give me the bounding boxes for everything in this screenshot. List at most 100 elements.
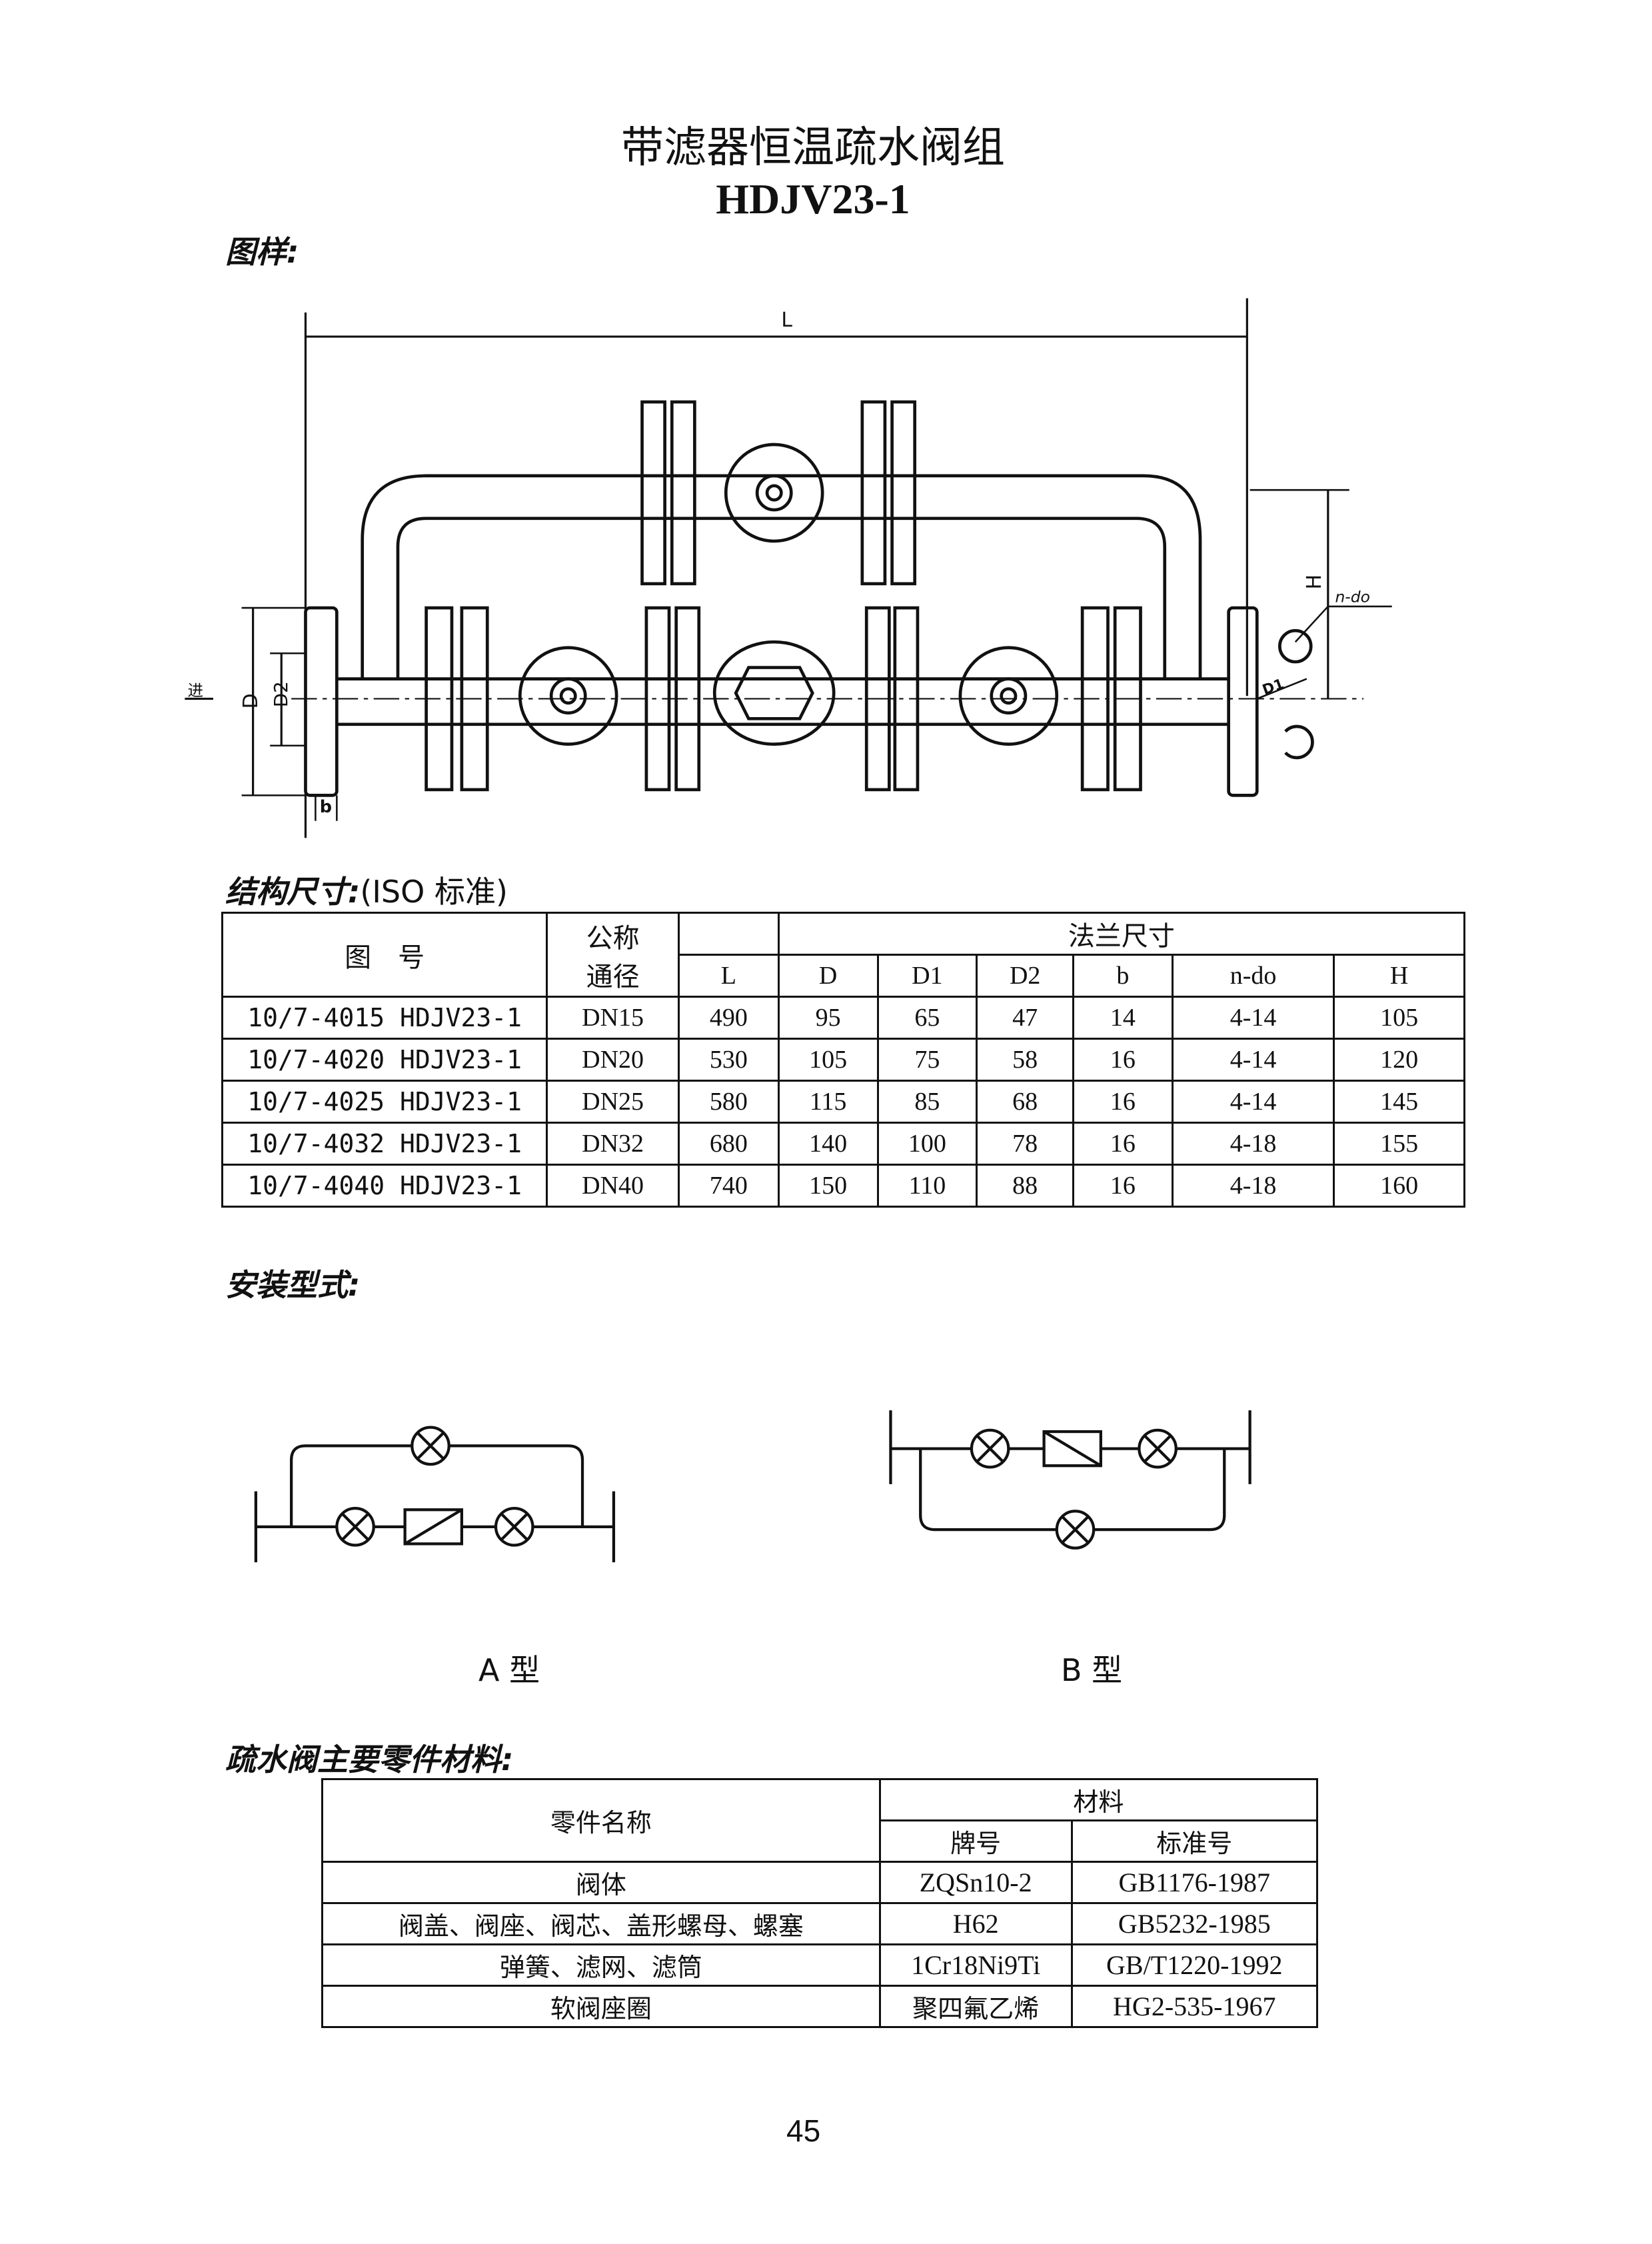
- table-cell: DN40: [546, 1164, 680, 1208]
- label-n-do: n-do: [1335, 588, 1370, 606]
- table-cell: DN20: [546, 1038, 680, 1082]
- table-cell: 105: [777, 1038, 879, 1082]
- table-cell: 弹簧、滤网、滤筒: [321, 1943, 881, 1987]
- table-cell: 58: [976, 1038, 1075, 1082]
- table-cell: 4-14: [1171, 996, 1335, 1040]
- table-cell: 105: [1333, 996, 1465, 1040]
- section-dimensions-heading: 结构尺寸:(ISO 标准): [225, 868, 508, 912]
- label-D: D: [239, 693, 263, 708]
- header-col-b: b: [1072, 954, 1174, 998]
- label-H: H: [1303, 574, 1326, 589]
- table-cell: GB1176-1987: [1070, 1861, 1319, 1904]
- table-cell: 145: [1333, 1080, 1465, 1124]
- table-cell: 530: [677, 1038, 780, 1082]
- page-number: 45: [786, 2113, 821, 2148]
- model-number: HDJV23-1: [716, 175, 910, 223]
- table-cell: 软阀座圈: [321, 1985, 881, 2028]
- table-cell: 10/7-4020 HDJV23-1: [221, 1038, 548, 1082]
- label-D2: D2: [270, 681, 292, 707]
- table-cell: 16: [1072, 1164, 1174, 1208]
- label-b: b: [320, 797, 332, 817]
- install-type-b-label: B 型: [1061, 1652, 1123, 1688]
- header-material: 材料: [878, 1778, 1319, 1821]
- table-cell: 88: [976, 1164, 1075, 1208]
- table-cell: 65: [876, 996, 978, 1040]
- install-diagram-b: [889, 1410, 1251, 1550]
- section-drawing-heading: 图样:: [225, 234, 299, 270]
- table-cell: 4-14: [1171, 1038, 1335, 1082]
- header-col-d: D: [777, 954, 879, 998]
- table-cell: 580: [677, 1080, 780, 1124]
- table-cell: 95: [777, 996, 879, 1040]
- header-drawing-no: 图 号: [221, 912, 548, 998]
- table-cell: 10/7-4040 HDJV23-1: [221, 1164, 548, 1208]
- label-L: L: [781, 309, 792, 332]
- table-cell: 14: [1072, 996, 1174, 1040]
- table-cell: 10/7-4015 HDJV23-1: [221, 996, 548, 1040]
- table-cell: 160: [1333, 1164, 1465, 1208]
- table-cell: 68: [976, 1080, 1075, 1124]
- header-col-l: L: [677, 954, 780, 998]
- table-cell: 100: [876, 1122, 978, 1166]
- table-cell: 490: [677, 996, 780, 1040]
- table-cell: HG2-535-1967: [1070, 1985, 1319, 2028]
- install-type-a-label: A 型: [478, 1652, 540, 1688]
- table-cell: 85: [876, 1080, 978, 1124]
- table-cell: 110: [876, 1164, 978, 1208]
- header-nominal-size: 公称通径: [546, 912, 680, 998]
- header-col-d1: D1: [876, 954, 978, 998]
- table-cell: ZQSn10-2: [878, 1861, 1073, 1904]
- table-cell: 16: [1072, 1122, 1174, 1166]
- table-cell: DN15: [546, 996, 680, 1040]
- table-cell: 115: [777, 1080, 879, 1124]
- install-diagram-a: [254, 1426, 616, 1563]
- table-cell: 阀盖、阀座、阀芯、盖形螺母、螺塞: [321, 1902, 881, 1945]
- table-cell: 155: [1333, 1122, 1465, 1166]
- dimensions-heading-note: (ISO 标准): [360, 874, 508, 910]
- table-cell: 16: [1072, 1038, 1174, 1082]
- table-cell: DN25: [546, 1080, 680, 1124]
- label-inlet: 进: [188, 681, 203, 700]
- header-col-d2: D2: [976, 954, 1075, 998]
- header-nominal-line1: 公称: [586, 922, 640, 954]
- valve-assembly-drawing: [185, 298, 1392, 838]
- header-col-h: H: [1333, 954, 1465, 998]
- table-cell: 140: [777, 1122, 879, 1166]
- table-cell: 4-18: [1171, 1164, 1335, 1208]
- document-title: 带滤器恒温疏水阀组: [621, 123, 1005, 173]
- table-cell: 740: [677, 1164, 780, 1208]
- table-cell: 4-14: [1171, 1080, 1335, 1124]
- table-cell: 10/7-4025 HDJV23-1: [221, 1080, 548, 1124]
- table-cell: 1Cr18Ni9Ti: [878, 1943, 1073, 1987]
- dimensions-heading-text: 结构尺寸:: [225, 874, 361, 910]
- table-cell: H62: [878, 1902, 1073, 1945]
- table-cell: 47: [976, 996, 1075, 1040]
- header-standard: 标准号: [1070, 1819, 1319, 1863]
- table-cell: 150: [777, 1164, 879, 1208]
- header-part-name: 零件名称: [321, 1778, 881, 1863]
- header-blank: [677, 912, 780, 956]
- table-cell: 75: [876, 1038, 978, 1082]
- table-cell: 680: [677, 1122, 780, 1166]
- section-install-heading: 安装型式:: [225, 1267, 361, 1303]
- table-cell: 10/7-4032 HDJV23-1: [221, 1122, 548, 1166]
- table-cell: DN32: [546, 1122, 680, 1166]
- table-cell: GB5232-1985: [1070, 1902, 1319, 1945]
- header-col-n-do: n-do: [1171, 954, 1335, 998]
- header-flange-size: 法兰尺寸: [777, 912, 1466, 956]
- table-cell: GB/T1220-1992: [1070, 1943, 1319, 1987]
- header-nominal-line2: 通径: [586, 961, 640, 992]
- table-cell: 16: [1072, 1080, 1174, 1124]
- table-cell: 阀体: [321, 1861, 881, 1904]
- table-cell: 78: [976, 1122, 1075, 1166]
- header-grade: 牌号: [878, 1819, 1073, 1863]
